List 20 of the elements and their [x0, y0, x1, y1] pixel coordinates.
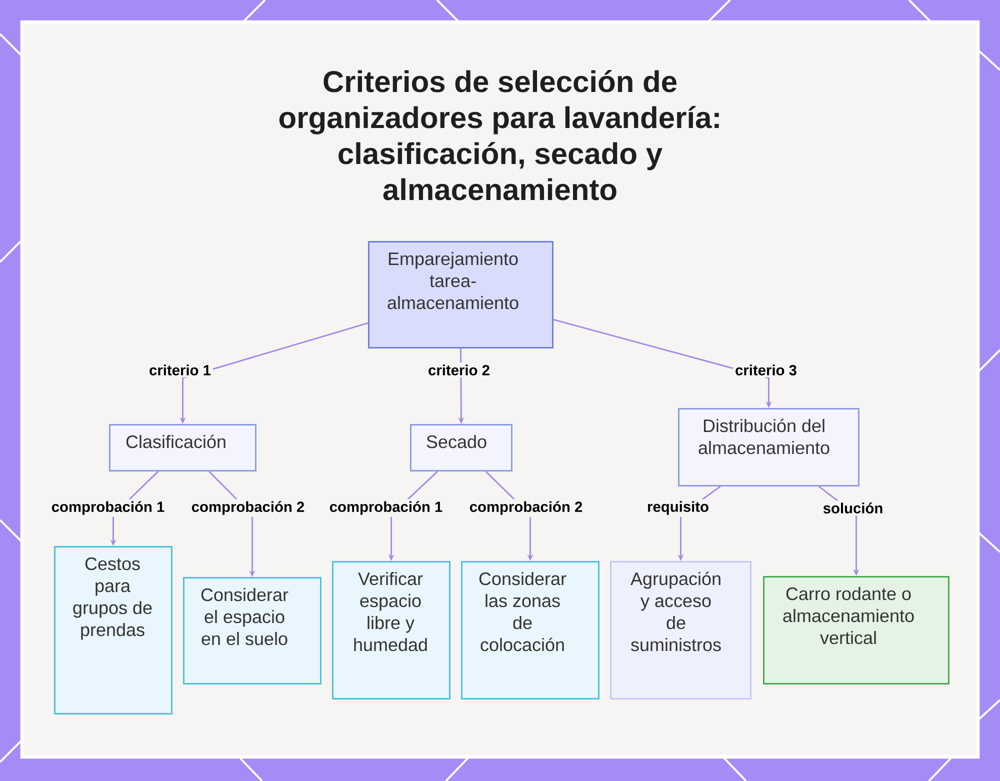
process-box: Secado — [410, 424, 512, 472]
edge-label: requisito — [645, 499, 711, 517]
process-box: Verificar espacio libre y humedad — [332, 561, 450, 700]
process-box: Agrupación y acceso de suministros — [610, 561, 752, 700]
process-box: Distribución del almacenamiento — [678, 408, 860, 486]
edge-label: comprobación 2 — [467, 499, 585, 517]
edge-label: comprobación 1 — [327, 499, 445, 517]
process-box: Cestos para grupos de prendas — [54, 546, 172, 714]
edge-label: solución — [820, 500, 886, 516]
process-box: Considerar el espacio en el suelo — [183, 577, 322, 684]
title: Criterios de selección de organizadores para lavandería: clasificación, secado y almacenamiento — [279, 70, 719, 200]
edge-label: comprobación 1 — [49, 499, 167, 517]
edge-label: criterio 1 — [147, 362, 213, 378]
edge-label: comprobación 2 — [189, 499, 307, 517]
edge-label: criterio 2 — [426, 362, 492, 378]
process-box: Carro rodante o almacenamiento vertical — [763, 576, 950, 684]
process-box: Emparejamiento tarea-almacenamiento — [368, 241, 554, 348]
process-box: Clasificación — [109, 424, 256, 472]
edge-label: criterio 3 — [733, 362, 799, 378]
process-box: Considerar las zonas de colocación — [461, 561, 600, 700]
